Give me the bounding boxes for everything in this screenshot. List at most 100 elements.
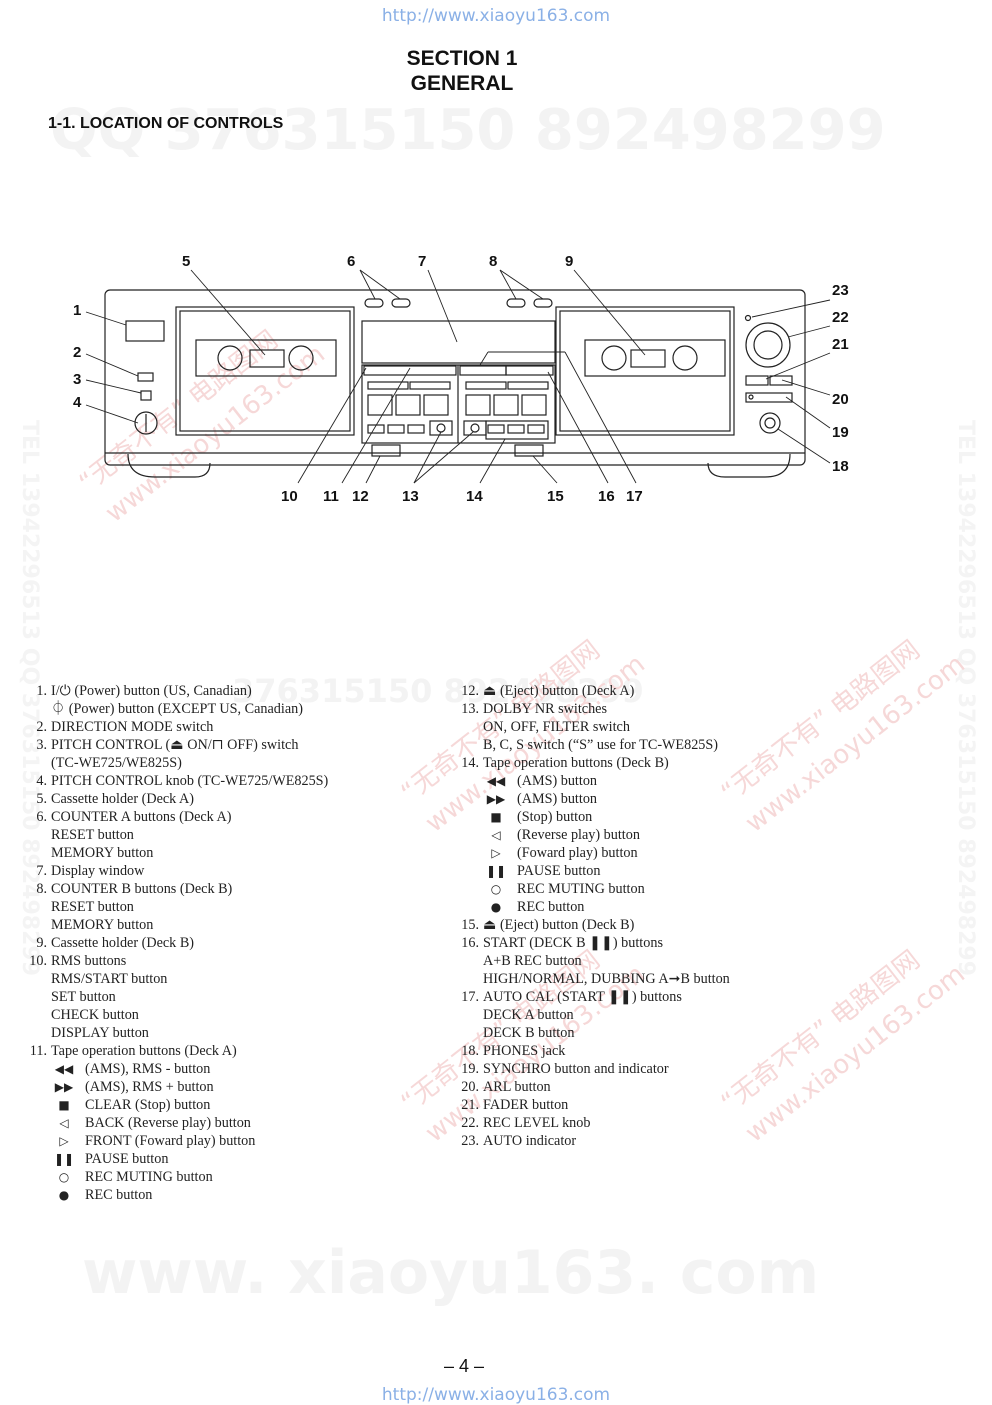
footer-url[interactable]: http://www.xiaoyu163.com [381, 1385, 611, 1405]
list-item: 12.⏏ (Eject) button (Deck A) [460, 682, 900, 700]
item-text: REC button [517, 899, 585, 915]
item-number: 10. [29, 953, 47, 969]
item-number: 4. [36, 773, 47, 789]
item-subtext: (TC-WE725/WE825S) [51, 755, 182, 771]
section-title-line1: SECTION 1 [406, 47, 518, 70]
list-item: 18.PHONES jack [460, 1042, 900, 1060]
item-symbol-icon: ◁ [59, 1116, 69, 1130]
callout-23: 23 [832, 282, 849, 299]
callout-21: 21 [832, 336, 849, 353]
item-number: 14. [461, 755, 479, 771]
eject-button-deck-b [514, 444, 544, 457]
item-text: Cassette holder (Deck A) [51, 791, 195, 807]
list-item: 3.PITCH CONTROL (⏏ ON/⊓ OFF) switch [28, 736, 448, 754]
item-text: Tape operation buttons (Deck B) [483, 755, 669, 771]
pitch-control-switch [140, 390, 152, 401]
item-symbol-icon: ◀◀ [486, 774, 506, 788]
item-number: 17. [461, 989, 479, 1005]
list-item: 1.I/⏻ (Power) button (US, Canadian) [28, 682, 448, 700]
callout-15: 15 [547, 488, 564, 505]
item-text: RMS buttons [51, 953, 127, 969]
item-subtext: A+B REC button [483, 953, 582, 969]
callout-13: 13 [402, 488, 419, 505]
item-text: (AMS), RMS + button [85, 1079, 214, 1095]
section-title: SECTION 1 GENERAL [0, 46, 924, 96]
callout-7: 7 [418, 253, 426, 270]
item-text: AUTO indicator [483, 1133, 577, 1149]
list-item: RMS/START button [28, 970, 448, 988]
list-item: 6.COUNTER A buttons (Deck A) [28, 808, 448, 826]
deck-a-holder [175, 306, 355, 436]
callout-6: 6 [347, 253, 355, 270]
item-number: 12. [461, 683, 479, 699]
watermark-www: www. xiaoyu163. com [82, 1238, 820, 1308]
item-number: 9. [36, 935, 47, 951]
list-item: 9.Cassette holder (Deck B) [28, 934, 448, 952]
callout-22: 22 [832, 309, 849, 326]
item-text: PHONES jack [483, 1043, 566, 1059]
callout-1: 1 [73, 302, 81, 319]
item-text: (AMS) button [517, 791, 598, 807]
item-number: 16. [461, 935, 479, 951]
item-subtext: B, C, S switch (“S” use for TC-WE825S) [483, 737, 718, 753]
callout-17: 17 [626, 488, 643, 505]
list-item: ▶▶(AMS), RMS + button [28, 1078, 448, 1096]
list-item: MEMORY button [28, 916, 448, 934]
item-symbol-icon: ■ [490, 810, 502, 824]
item-number: 2. [36, 719, 47, 735]
item-symbol-icon: ◁ [491, 828, 501, 842]
item-number: 11. [29, 1043, 47, 1059]
cassette-deck-diagram: 1 2 3 4 5 6 7 8 9 10 11 12 13 14 15 16 1… [73, 253, 849, 505]
list-item: 4.PITCH CONTROL knob (TC-WE725/WE825S) [28, 772, 448, 790]
item-text: DIRECTION MODE switch [51, 719, 214, 735]
item-text: ⏏ (Eject) button (Deck B) [483, 917, 635, 933]
item-text: REC MUTING button [85, 1169, 213, 1185]
item-text: COUNTER B buttons (Deck B) [51, 881, 233, 897]
list-item: ● REC button [460, 898, 900, 916]
list-item: 2.DIRECTION MODE switch [28, 718, 448, 736]
item-subtext: CHECK button [51, 1007, 139, 1023]
list-item: ⏀ (Power) button (EXCEPT US, Canadian) [28, 700, 448, 718]
rec-level-knob [745, 322, 791, 368]
list-item: 17.AUTO CAL (START ❚❚) buttons [460, 988, 900, 1006]
list-item: ○REC MUTING button [460, 880, 900, 898]
display-window [361, 320, 556, 364]
list-item: ■(Stop) button [460, 808, 900, 826]
item-number: 21. [461, 1097, 479, 1113]
auto-indicator [744, 314, 752, 322]
item-symbol-icon: ● [490, 900, 502, 914]
list-item: ▷(Foward play) button [460, 844, 900, 862]
fader-button [745, 375, 769, 386]
item-text: PITCH CONTROL knob (TC-WE725/WE825S) [51, 773, 329, 789]
item-subtext: SET button [51, 989, 116, 1005]
item-symbol-icon: ● [58, 1188, 70, 1202]
list-item: 23.AUTO indicator [460, 1132, 900, 1150]
list-item: 14.Tape operation buttons (Deck B) [460, 754, 900, 772]
list-item: RESET button [28, 826, 448, 844]
item-number: 19. [461, 1061, 479, 1077]
callout-11: 11 [323, 488, 339, 505]
deck-foot-right [707, 453, 791, 478]
callout-9: 9 [565, 253, 573, 270]
section-title-line2: GENERAL [410, 72, 514, 95]
counter-a-reset [364, 298, 384, 308]
list-item: 11.Tape operation buttons (Deck A) [28, 1042, 448, 1060]
callout-14: 14 [466, 488, 483, 505]
list-item: SET button [28, 988, 448, 1006]
list-item: RESET button [28, 898, 448, 916]
list-item: DISPLAY button [28, 1024, 448, 1042]
item-number: 15. [461, 917, 479, 933]
item-subtext: RMS/START button [51, 971, 168, 987]
item-text: (AMS), RMS - button [85, 1061, 211, 1077]
list-item: ON, OFF, FILTER switch [460, 718, 900, 736]
list-item: 21.FADER button [460, 1096, 900, 1114]
page-number: – 4 – [443, 1356, 485, 1376]
list-item: HIGH/NORMAL, DUBBING A➞B button [460, 970, 900, 988]
list-item: MEMORY button [28, 844, 448, 862]
item-symbol-icon: ❚❚ [53, 1152, 75, 1166]
item-text: CLEAR (Stop) button [85, 1097, 211, 1113]
list-item: 7.Display window [28, 862, 448, 880]
item-subtext: DISPLAY button [51, 1025, 149, 1041]
callout-2: 2 [73, 344, 81, 361]
header-url[interactable]: http://www.xiaoyu163.com [381, 6, 611, 26]
